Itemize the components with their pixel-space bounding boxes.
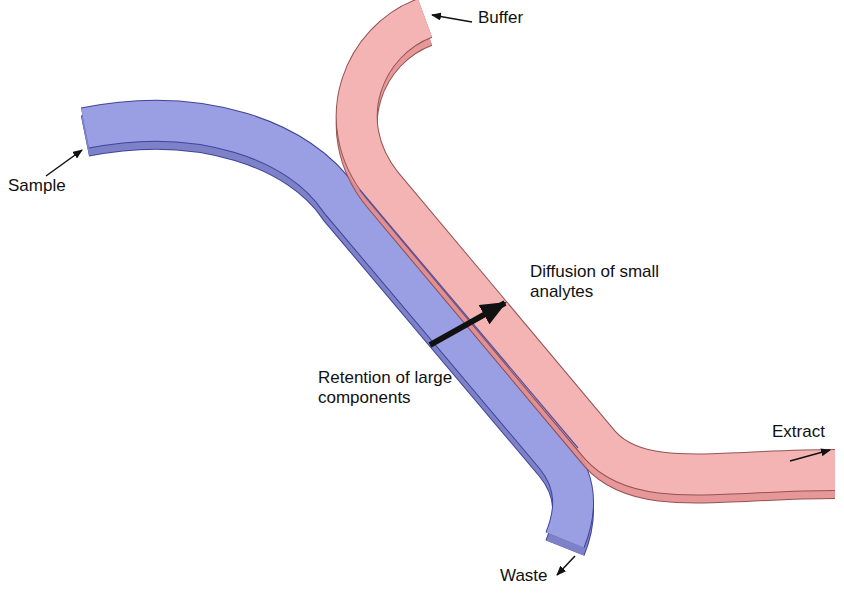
inlet-label: Buffer	[478, 8, 568, 28]
outlet-label: Waste	[500, 566, 570, 586]
outlet-arrow	[790, 450, 830, 461]
diffusion-arrow	[430, 303, 505, 345]
process-label: Retention of large components	[318, 368, 468, 408]
membrane-line	[360, 190, 578, 448]
outlet-arrow	[557, 556, 575, 575]
outlet-label: Extract	[772, 422, 840, 442]
inlet-arrow	[46, 150, 82, 176]
inlet-label: Sample	[8, 176, 98, 196]
buffer-channel	[357, 18, 835, 482]
inlet-arrow	[432, 15, 472, 22]
process-label: Diffusion of small analytes	[530, 262, 690, 302]
